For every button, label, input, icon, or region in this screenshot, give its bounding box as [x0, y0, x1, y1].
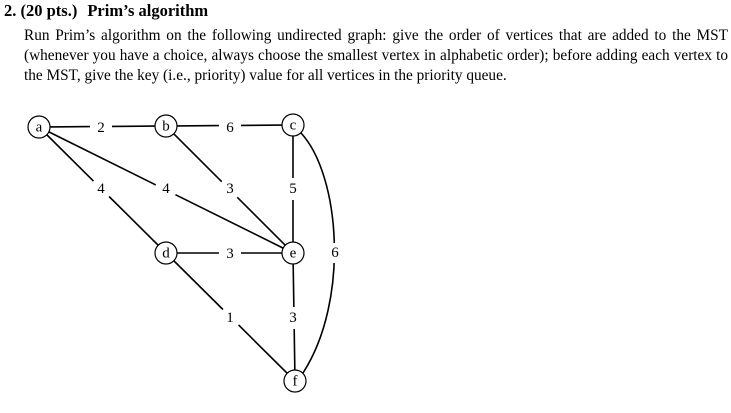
edge-weight-d-e: 3 — [226, 246, 234, 262]
node-label-d: d — [162, 246, 170, 262]
edge-weight-a-d: 4 — [97, 181, 105, 197]
edge-weight-c-e: 5 — [289, 181, 297, 197]
node-label-c: c — [290, 118, 297, 134]
edge-a-d-part2 — [108, 195, 159, 246]
edge-d-f-part1 — [173, 260, 224, 311]
edge-c-f — [300, 132, 336, 374]
edge-weight-a-b: 2 — [97, 120, 105, 136]
graph-nodes: a b c d e f — [27, 113, 307, 393]
edge-weight-b-c: 6 — [226, 120, 234, 136]
node-c: c — [281, 113, 305, 137]
node-b: b — [154, 114, 178, 138]
problem-number: 2. (20 pts.) — [4, 1, 78, 20]
edge-a-d-part1 — [46, 134, 94, 182]
node-f: f — [283, 369, 307, 393]
node-circle-b — [154, 114, 178, 138]
node-label-e: e — [290, 246, 297, 262]
edge-weight-a-e: 4 — [162, 181, 170, 197]
edge-b-e-part2 — [236, 196, 286, 246]
node-circle-e — [281, 241, 305, 265]
edge-d-f-part2 — [237, 324, 288, 374]
node-d: d — [154, 241, 178, 265]
edge-weight-c-f: 6 — [331, 245, 339, 261]
edge-weight-b-e: 3 — [226, 181, 234, 197]
edge-gap-c-f — [330, 243, 342, 263]
edge-weight-e-f: 3 — [289, 310, 297, 326]
problem-title: Prim’s algorithm — [87, 1, 209, 20]
node-label-b: b — [162, 119, 170, 135]
edge-weight-d-f: 1 — [226, 310, 234, 326]
edge-weights: 2 6 4 4 3 5 3 1 3 6 — [97, 120, 339, 326]
node-circle-d — [154, 241, 178, 265]
graph-edges — [46, 124, 342, 374]
edge-a-e-part1 — [48, 131, 157, 186]
edge-e-f-part1 — [292, 263, 295, 307]
edge-e-f-part2 — [293, 328, 296, 371]
problem-statement: Run Prim’s algorithm on the following un… — [24, 27, 728, 84]
node-circle-c — [281, 113, 305, 137]
edge-a-e-part2 — [175, 193, 284, 249]
node-circle-f — [283, 369, 307, 393]
problem-heading: 2. (20 pts.) Prim’s algorithm — [4, 1, 208, 21]
node-a: a — [27, 115, 51, 139]
node-circle-a — [27, 115, 51, 139]
node-label-f: f — [293, 374, 298, 390]
node-label-a: a — [36, 120, 43, 136]
node-e: e — [281, 241, 305, 265]
edge-b-e-part1 — [173, 133, 223, 183]
